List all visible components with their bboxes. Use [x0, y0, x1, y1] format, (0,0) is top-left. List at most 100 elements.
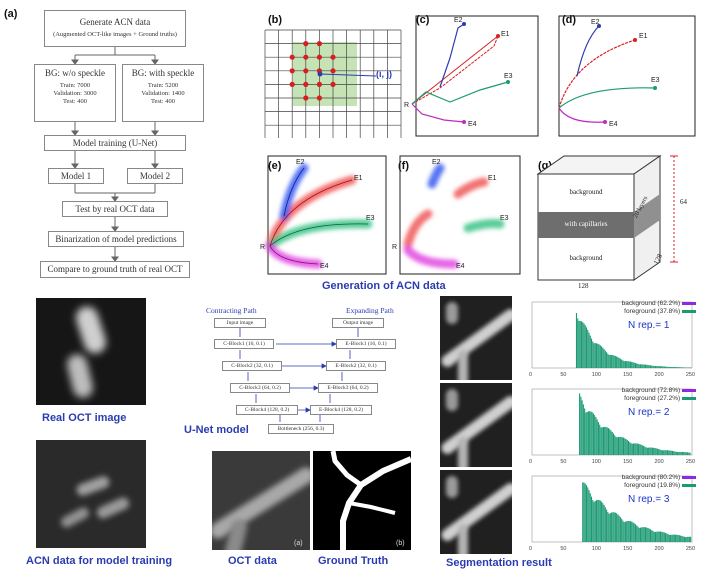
histogram-bar — [609, 354, 611, 368]
histogram-bar — [664, 450, 666, 455]
caption-segmentation: Segmentation result — [446, 557, 552, 569]
histogram-bar — [658, 449, 660, 455]
vessel-c-r: R — [404, 102, 409, 109]
histogram-bar — [688, 536, 690, 542]
histogram-bar — [579, 393, 581, 455]
histogram-bar — [674, 451, 676, 455]
caption-acn-training: ACN data for model training — [26, 555, 173, 567]
histogram-bar — [640, 444, 642, 455]
grid-sample-dot — [303, 54, 309, 60]
histogram-bar — [584, 483, 586, 542]
histogram-bar — [597, 343, 599, 368]
histogram-bar — [590, 338, 593, 368]
grid-sample-dot — [289, 68, 295, 74]
histogram-legend: background (80.2%) foreground (19.8%) — [600, 474, 696, 490]
bg-speckle-validation: Validation: 1400 — [141, 90, 185, 97]
histogram-bar — [599, 345, 601, 368]
histogram-bar — [598, 344, 600, 368]
caption-ground-truth: Ground Truth — [318, 555, 389, 567]
histogram-bar — [601, 346, 603, 368]
flowchart-arrows — [71, 47, 159, 262]
oct-data-image — [212, 451, 310, 550]
vessel-c-e1: E1 — [501, 31, 510, 38]
histogram-legend: background (62.2%) foreground (37.8%) — [600, 300, 696, 316]
histogram-bar — [592, 341, 594, 368]
histogram-tick-label: 50 — [560, 459, 566, 465]
histogram-legend: background (72.8%) foreground (27.2%) — [600, 387, 696, 403]
histogram-bar — [665, 366, 667, 368]
histogram-bar — [611, 354, 613, 368]
generate-acn-title: Generate ACN data — [79, 17, 151, 27]
histogram-bar — [686, 536, 688, 542]
unet-eblock1: E-Block1 (16, 0.1) — [336, 339, 396, 349]
histogram-bar — [660, 531, 662, 542]
histogram-bar — [646, 527, 648, 542]
model-training-box: Model training (U-Net) — [44, 135, 186, 151]
histogram-bar — [608, 354, 610, 368]
histogram-bar — [658, 531, 660, 542]
histogram-bar — [663, 450, 665, 455]
histogram-bar — [652, 365, 654, 368]
unet-cblock4-label: C-Block4 (128, 0.2) — [244, 407, 290, 413]
histogram-bar — [683, 536, 685, 542]
legend-purple-swatch — [682, 388, 696, 392]
histogram-bar — [632, 522, 634, 542]
vessel-e-e1: E1 — [354, 175, 363, 182]
model2-box: Model 2 — [127, 168, 183, 184]
vessel-d-e1: E1 — [639, 33, 648, 40]
histogram-bar — [643, 527, 645, 542]
histogram-bar — [659, 449, 661, 455]
unet-cblock3: C-Block3 (64, 0.2) — [230, 383, 290, 393]
histogram-bar — [680, 367, 682, 368]
ground-truth-tag: (b) — [396, 540, 405, 547]
panel-label-c: (c) — [416, 14, 430, 26]
vessel-e-e3: E3 — [366, 215, 375, 222]
panel-label-e: (e) — [268, 160, 282, 172]
caption-oct-data: OCT data — [228, 555, 277, 567]
histogram-bar — [602, 427, 605, 455]
bg-speckle-box: BG: with speckle Train: 5200 Validation:… — [122, 64, 204, 122]
histogram-bar — [636, 525, 638, 542]
histogram-bar — [628, 361, 630, 368]
unet-eblock3: E-Block3 (64, 0.2) — [318, 383, 378, 393]
histogram-bar — [663, 366, 665, 368]
histogram-bar — [684, 452, 686, 455]
histogram-bar — [631, 361, 633, 368]
histogram-bar — [579, 320, 581, 368]
histogram-bar — [663, 532, 665, 542]
histogram-bar — [656, 531, 658, 542]
histogram-bar — [660, 449, 662, 455]
bg-speckle-test: Test: 400 — [151, 98, 175, 105]
histogram-bar — [652, 531, 654, 542]
histogram-bar — [633, 443, 635, 455]
histogram-bar — [641, 445, 643, 455]
unet-output-box: Output image — [332, 318, 384, 328]
vessel-f-e2: E2 — [432, 159, 441, 166]
histogram-bar — [621, 518, 623, 542]
histogram-bar — [654, 448, 656, 455]
histogram-bar — [624, 438, 626, 455]
histogram-bar — [672, 366, 674, 368]
unet-cblock1: C-Block1 (16, 0.1) — [214, 339, 274, 349]
histogram-bar — [600, 427, 602, 455]
vessel-f-e3: E3 — [500, 215, 509, 222]
unet-eblock4: E-Block4 (128, 0.2) — [310, 405, 372, 415]
histogram-bar — [614, 355, 616, 368]
histogram-bar — [604, 350, 606, 368]
bg-no-speckle-box: BG: w/o speckle Train: 7000 Validation: … — [34, 64, 116, 122]
histogram-bar — [658, 366, 660, 368]
histogram-bar — [595, 417, 597, 455]
histogram-tick-label: 150 — [623, 459, 632, 465]
histogram-bar — [596, 500, 598, 542]
histogram-bar — [685, 452, 687, 455]
histogram-bar — [622, 520, 624, 542]
binarization-box: Binarization of model predictions — [48, 231, 184, 247]
histogram-bar — [613, 512, 615, 542]
legend-background: background (72.8%) — [600, 387, 696, 395]
histogram-bar — [587, 329, 589, 368]
histogram-bar — [673, 367, 675, 368]
vessel-d-e4: E4 — [609, 121, 618, 128]
histogram-bar — [601, 501, 603, 542]
histogram-bar — [672, 534, 674, 542]
